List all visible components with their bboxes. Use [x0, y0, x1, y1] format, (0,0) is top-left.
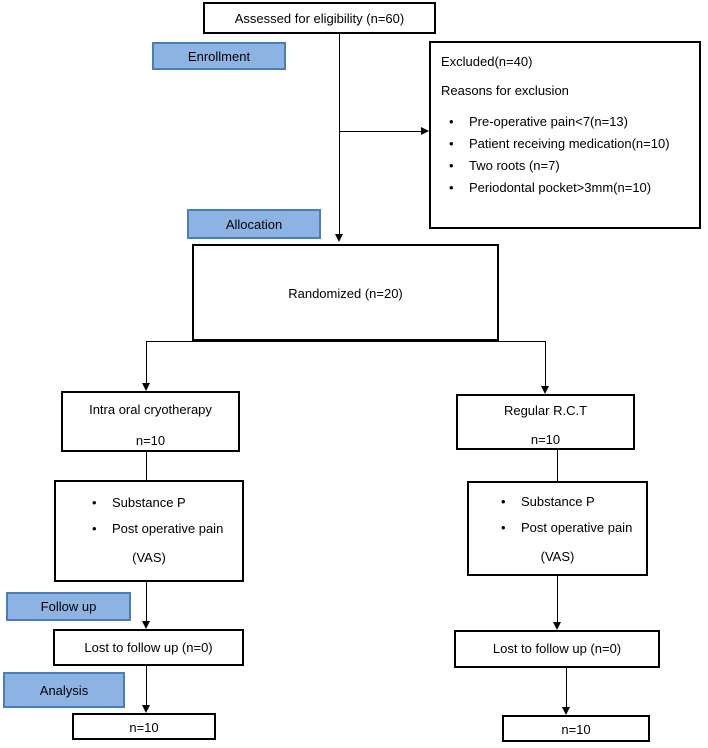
left-outcomes-box: Substance P Post operative pain (VAS): [54, 480, 244, 582]
left-lost-to-analysis-line: [146, 666, 147, 706]
arrowhead: [335, 234, 343, 242]
outcome-item: Substance P: [493, 489, 632, 515]
left-lost-label: Lost to follow up (n=0): [84, 640, 213, 655]
left-arm-n: n=10: [135, 433, 166, 448]
split-line: [146, 341, 546, 342]
right-arm-n: n=10: [530, 432, 561, 447]
exclusion-reason: Periodontal pocket>3mm(n=10): [441, 177, 670, 199]
right-outcomes-to-lost-line: [557, 576, 558, 623]
randomized-box: Randomized (n=20): [192, 244, 499, 341]
left-outcome-note: (VAS): [132, 550, 166, 565]
left-outcomes-to-lost-line: [146, 582, 147, 622]
follow-up-stage: Follow up: [6, 592, 131, 621]
exclusion-reason: Pre-operative pain<7(n=13): [441, 111, 670, 133]
analysis-stage: Analysis: [3, 672, 125, 708]
arrowhead: [553, 622, 561, 630]
left-branch-line: [146, 341, 147, 383]
right-lost-box: Lost to follow up (n=0): [454, 630, 660, 668]
arrowhead: [541, 386, 549, 394]
exclusion-reasons-heading: Reasons for exclusion: [441, 83, 569, 98]
right-arm-to-outcomes-line: [557, 450, 558, 481]
right-outcome-note: (VAS): [540, 549, 575, 564]
left-arm-to-outcomes-line: [146, 452, 147, 480]
outcome-item: Substance P: [84, 490, 223, 516]
left-lost-box: Lost to follow up (n=0): [53, 629, 244, 666]
arrowhead: [421, 127, 429, 135]
arrowhead: [142, 705, 150, 713]
right-branch-line: [545, 341, 546, 387]
allocation-stage: Allocation: [187, 209, 321, 239]
right-arm-title: Regular R.C.T: [503, 403, 588, 418]
right-analysed-label: n=10: [561, 722, 591, 737]
exclusion-reason: Patient receiving medication(n=10): [441, 133, 670, 155]
enrollment-label: Enrollment: [187, 48, 251, 64]
left-outcomes-list: Substance P Post operative pain: [84, 490, 223, 542]
right-outcomes-list: Substance P Post operative pain: [493, 489, 632, 541]
right-lost-label: Lost to follow up (n=0): [492, 641, 622, 656]
outcome-item: Post operative pain: [84, 516, 223, 542]
outcome-item: Post operative pain: [493, 515, 632, 541]
left-analysed-box: n=10: [72, 713, 216, 740]
left-arm-box: Intra oral cryotherapy n=10: [61, 391, 240, 452]
left-arm-title: Intra oral cryotherapy: [89, 402, 212, 417]
randomized-label: Randomized (n=20): [288, 286, 403, 301]
excluded-title: Excluded(n=40): [441, 54, 533, 69]
exclusion-reason: Two roots (n=7): [441, 155, 670, 177]
branch-to-excluded-line: [339, 131, 421, 132]
left-analysed-label: n=10: [129, 720, 159, 735]
right-arm-box: Regular R.C.T n=10: [456, 394, 635, 450]
excluded-box: Excluded(n=40) Reasons for exclusion Pre…: [429, 41, 701, 229]
follow-up-label: Follow up: [40, 599, 97, 614]
enrollment-stage: Enrollment: [152, 42, 286, 70]
exclusion-reasons-list: Pre-operative pain<7(n=13) Patient recei…: [441, 111, 670, 199]
arrowhead: [142, 621, 150, 629]
assessed-label: Assessed for eligibility (n=60): [234, 11, 405, 26]
assessed-box: Assessed for eligibility (n=60): [203, 2, 436, 34]
allocation-label: Allocation: [225, 216, 283, 232]
arrowhead: [562, 707, 570, 715]
assessed-to-randomized-line: [339, 34, 340, 235]
arrowhead: [142, 383, 150, 391]
right-outcomes-box: Substance P Post operative pain (VAS): [467, 481, 648, 576]
analysis-label: Analysis: [39, 682, 89, 698]
right-lost-to-analysis-line: [566, 668, 567, 708]
right-analysed-box: n=10: [502, 715, 650, 742]
